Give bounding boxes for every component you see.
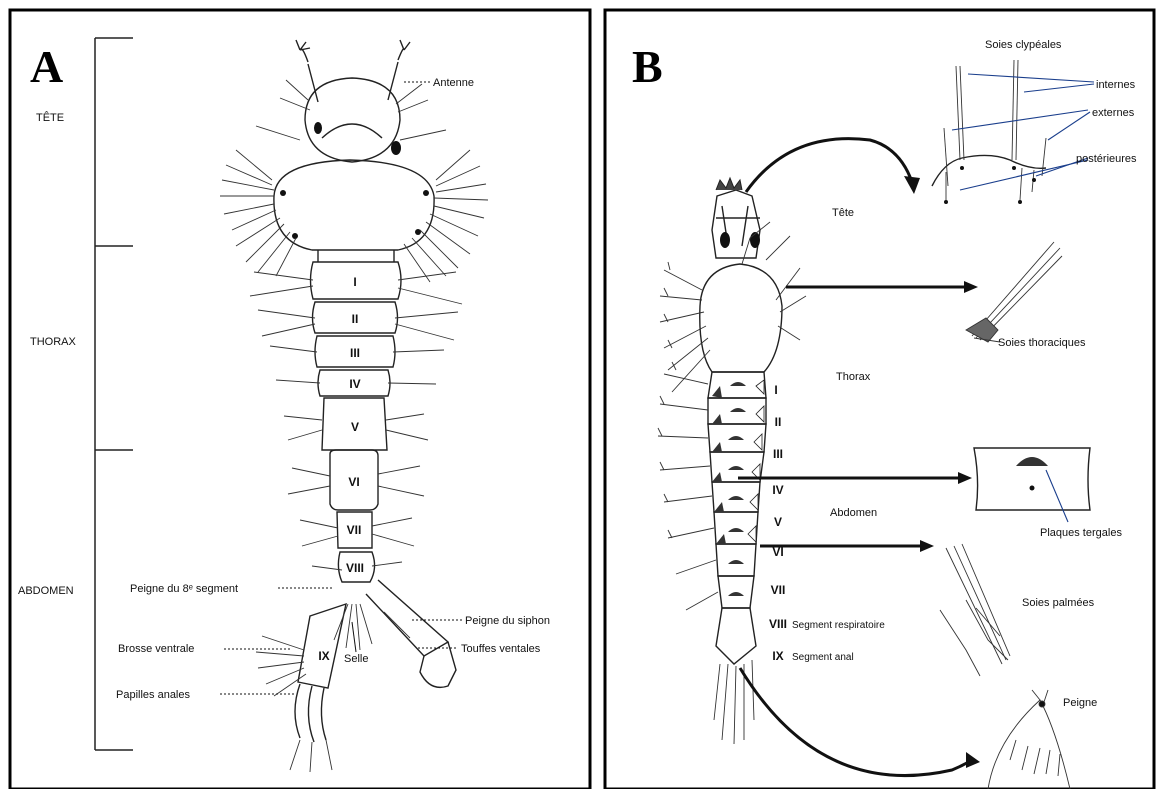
b-segment-v: V [774,515,782,529]
label-soies-clypeales: Soies clypéales [985,39,1062,51]
label-selle: Selle [344,653,368,665]
label-peigne-8e-segment: Peigne du 8ᵉ segment [130,583,238,595]
panel-b-frame [605,10,1154,789]
panel-a-letter: A [30,41,63,92]
b-segment-i: I [774,383,777,397]
b-segment-vii: VII [771,583,786,597]
a-segment-viii: VIII [346,561,364,575]
label-brosse-ventrale: Brosse ventrale [118,643,194,655]
b-note-segment-respiratoire: Segment respiratoire [792,620,885,631]
region-label-abdomen: ABDOMEN [18,585,74,597]
b-segment-ii: II [775,415,782,429]
b-segment-vi: VI [772,545,783,559]
label-peigne: Peigne [1063,697,1097,709]
a-segment-ii: II [352,312,359,326]
b-segment-viii: VIII [769,617,787,631]
b-region-abdomen: Abdomen [830,507,877,519]
a-segment-iii: III [350,346,360,360]
a-segment-vi: VI [348,475,359,489]
label-papilles-anales: Papilles anales [116,689,190,701]
label-plaques-tergales: Plaques tergales [1040,527,1122,539]
a-segment-vii: VII [347,523,362,537]
panel-b-letter: B [632,41,663,92]
b-region-thorax: Thorax [836,371,871,383]
label-peigne-du-siphon: Peigne du siphon [465,615,550,627]
b-segment-ix: IX [772,649,783,663]
label-soies-palmees: Soies palmées [1022,597,1095,609]
label-antenne: Antenne [433,77,474,89]
b-segment-iv: IV [772,483,783,497]
b-segment-iii: III [773,447,783,461]
label-externes: externes [1092,107,1135,119]
label-internes: internes [1096,79,1136,91]
b-note-segment-anal: Segment anal [792,652,854,663]
label-posterieures: postérieures [1076,153,1137,165]
a-segment-ix: IX [318,649,329,663]
a-segment-iv: IV [349,377,360,391]
a-segment-i: I [353,275,356,289]
label-soies-thoraciques: Soies thoraciques [998,337,1086,349]
label-touffes-ventales: Touffes ventales [461,643,541,655]
region-label-thorax: THORAX [30,336,77,348]
a-segment-v: V [351,420,359,434]
region-label-tete: TÊTE [36,111,64,124]
b-region-tete: Tête [832,207,854,219]
